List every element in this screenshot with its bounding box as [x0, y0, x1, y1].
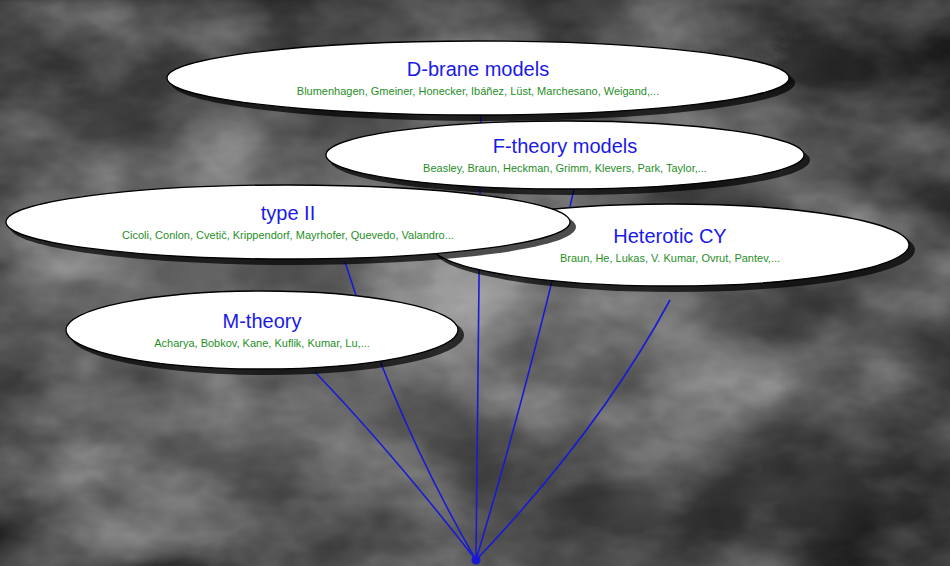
root-line	[315, 372, 476, 560]
text-group: Heterotic CY Braun, He, Lukas, V. Kumar, …	[557, 224, 783, 266]
text-group: D-brane modelsBlumenhagen, Gmeiner, Hone…	[294, 57, 662, 99]
ellipse-node: D-brane modelsBlumenhagen, Gmeiner, Hone…	[166, 40, 790, 116]
author-list: Cicoli, Conlon, Cvetič, Krippendorf, May…	[119, 228, 457, 243]
author-list: Beasley, Braun, Heckman, Grimm, Klevers,…	[420, 161, 710, 176]
ellipse-node: F-theory modelsBeasley, Braun, Heckman, …	[325, 120, 805, 190]
ellipse-face	[66, 291, 458, 369]
ellipse-node: M-theoryAcharya, Bobkov, Kane, Kuflik, K…	[65, 290, 459, 370]
model-title: Heterotic CY	[610, 224, 729, 248]
ellipse-face	[431, 204, 909, 286]
author-list: Braun, He, Lukas, V. Kumar, Ovrut, Pante…	[557, 251, 783, 266]
model-title: type II	[258, 201, 318, 225]
text-group: M-theoryAcharya, Bobkov, Kane, Kuflik, K…	[151, 309, 373, 351]
ellipse-face	[326, 121, 804, 189]
author-list: Acharya, Bobkov, Kane, Kuflik, Kumar, Lu…	[151, 336, 373, 351]
model-title: D-brane models	[404, 57, 552, 81]
model-title: F-theory models	[490, 134, 641, 158]
root-line	[476, 300, 670, 560]
author-list: Blumenhagen, Gmeiner, Honecker, Ibáñez, …	[294, 84, 662, 99]
ellipse-face	[167, 41, 789, 115]
model-title: M-theory	[220, 309, 305, 333]
ellipse-face	[6, 185, 570, 259]
text-group: F-theory modelsBeasley, Braun, Heckman, …	[420, 134, 710, 176]
ellipse-node: type II Cicoli, Conlon, Cvetič, Krippendo…	[5, 184, 571, 260]
text-group: type II Cicoli, Conlon, Cvetič, Krippendo…	[119, 201, 457, 243]
root-dot	[472, 556, 481, 565]
ellipse-node: Heterotic CY Braun, He, Lukas, V. Kumar, …	[430, 203, 910, 287]
